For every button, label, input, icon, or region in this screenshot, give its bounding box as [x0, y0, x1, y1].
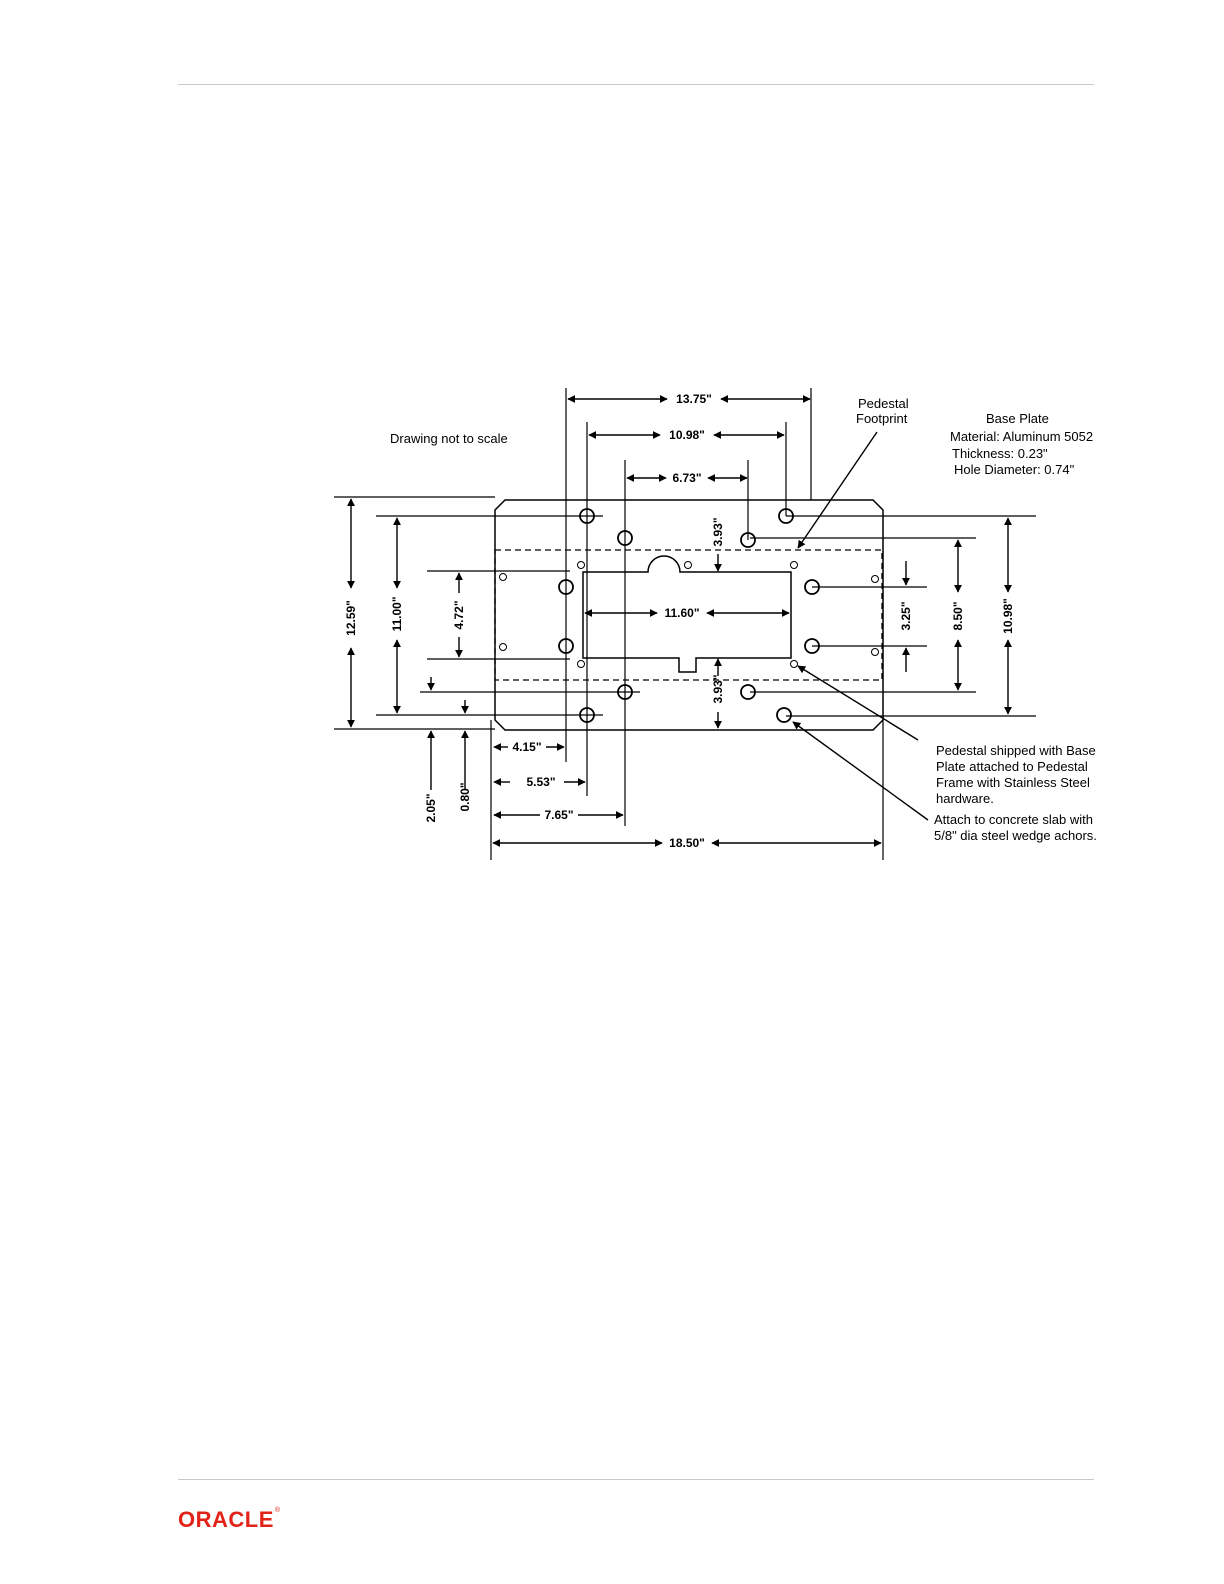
- callout-shipped-2: Plate attached to Pedestal: [936, 759, 1088, 774]
- hole: [579, 707, 595, 723]
- dim-3-25: 3.25": [899, 601, 913, 630]
- hole: [617, 684, 633, 700]
- hole: [776, 707, 792, 723]
- hole: [740, 532, 756, 548]
- base-plate-hole-diameter: Hole Diameter: 0.74": [954, 462, 1075, 477]
- footer-rule: [178, 1479, 1094, 1480]
- note-not-to-scale: Drawing not to scale: [390, 431, 508, 446]
- dim-11-00: 11.00": [390, 596, 404, 631]
- center-cutout: [582, 555, 792, 673]
- dim-10-98-right: 10.98": [1001, 598, 1015, 634]
- callout-shipped-4: hardware.: [936, 791, 994, 806]
- hole: [579, 508, 595, 524]
- dim-12-59: 12.59": [344, 600, 358, 636]
- pedestal-footprint-outline: [494, 549, 883, 681]
- dim-2-05: 2.05": [424, 793, 438, 822]
- pedestal-label-2: Footprint: [856, 411, 908, 426]
- dim-10-98-top: 10.98": [669, 428, 705, 442]
- base-plate-title: Base Plate: [986, 411, 1049, 426]
- dim-11-60: 11.60": [664, 606, 699, 620]
- dim-7-65: 7.65": [544, 808, 573, 822]
- base-plate-thickness: Thickness: 0.23": [952, 446, 1048, 461]
- dim-6-73: 6.73": [672, 471, 701, 485]
- dim-4-72: 4.72": [452, 600, 466, 629]
- registered-mark: ®: [274, 1507, 281, 1514]
- dim-3-93-top: 3.93": [711, 517, 725, 546]
- hole: [804, 638, 820, 654]
- oracle-logo: ORACLE®: [178, 1507, 281, 1533]
- header-rule: [178, 84, 1094, 85]
- hole: [804, 579, 820, 595]
- dim-0-80: 0.80": [458, 782, 472, 811]
- dim-4-15: 4.15": [512, 740, 541, 754]
- dim-13-75: 13.75": [676, 392, 712, 406]
- oracle-logo-text: ORACLE: [178, 1507, 274, 1532]
- dim-5-53: 5.53": [526, 775, 555, 789]
- callout-shipped-3: Frame with Stainless Steel: [936, 775, 1090, 790]
- callout-anchor-2: 5/8" dia steel wedge achors.: [934, 828, 1097, 843]
- hole: [617, 530, 633, 546]
- pedestal-label-1: Pedestal: [858, 396, 909, 411]
- hole: [778, 508, 794, 524]
- callout-shipped-1: Pedestal shipped with Base: [936, 743, 1096, 758]
- frame-holes: [499, 561, 879, 668]
- hole: [740, 684, 756, 700]
- dim-8-50: 8.50": [951, 601, 965, 630]
- hole: [558, 638, 574, 654]
- hole: [558, 579, 574, 595]
- mounting-holes: [558, 508, 820, 723]
- base-plate-material: Material: Aluminum 5052: [950, 429, 1093, 444]
- callout-anchor-1: Attach to concrete slab with: [934, 812, 1093, 827]
- dim-3-93-bottom: 3.93": [711, 674, 725, 703]
- dim-18-50: 18.50": [669, 836, 705, 850]
